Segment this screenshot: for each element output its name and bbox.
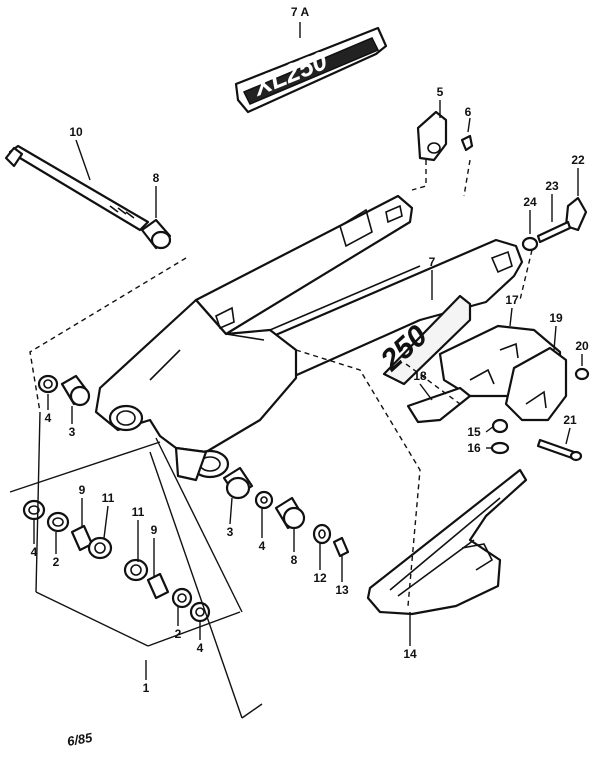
- adjuster-bolt: [574, 367, 590, 381]
- callout-22: 22: [571, 153, 585, 167]
- pivot-spacer: [140, 218, 172, 250]
- callout-2-a: 2: [53, 555, 60, 569]
- callout-16: 16: [467, 441, 481, 455]
- dashed-leaders: [295, 159, 533, 607]
- callout-4-c: 4: [197, 641, 204, 655]
- callout-2-b: 2: [175, 627, 182, 641]
- callout-9-b: 9: [151, 523, 158, 537]
- callout-21: 21: [563, 413, 577, 427]
- left-pivot-bearings: [37, 374, 91, 407]
- guide-washers: [490, 418, 510, 455]
- chain-guide-bracket: [411, 110, 448, 191]
- callout-leaders: [33, 22, 583, 680]
- guide-bolt: [536, 438, 583, 462]
- right-pivot-bearings: [222, 466, 350, 558]
- callout-labels: 7 A 5 6 10 8 22 23 24 7 17 19 20 18 15 1…: [31, 5, 589, 695]
- assembly-bracket-lines: [9, 411, 263, 719]
- callout-4-a: 4: [45, 411, 52, 425]
- callout-4-d: 4: [259, 539, 266, 553]
- callout-5: 5: [437, 85, 444, 99]
- callout-8-b: 8: [291, 553, 298, 567]
- callout-14: 14: [403, 647, 417, 661]
- callout-3-a: 3: [69, 425, 76, 439]
- callout-19: 19: [549, 311, 563, 325]
- bracket-bolt: [460, 134, 474, 152]
- callout-4-b: 4: [31, 545, 38, 559]
- lower-bearing-row: [22, 499, 211, 623]
- callout-12: 12: [313, 571, 327, 585]
- pivot-shaft: [4, 144, 150, 232]
- callout-3-b: 3: [227, 525, 234, 539]
- callout-8: 8: [153, 171, 160, 185]
- callout-10: 10: [69, 125, 83, 139]
- callout-7: 7: [429, 255, 436, 269]
- callout-6: 6: [465, 105, 472, 119]
- corner-mark: 6/85: [66, 730, 94, 749]
- chain-guide-plate: [406, 386, 472, 424]
- chain-adjuster: [521, 196, 588, 252]
- callout-9-a: 9: [79, 483, 86, 497]
- callout-11-a: 11: [102, 491, 115, 505]
- callout-1: 1: [143, 681, 150, 695]
- callout-13: 13: [335, 583, 349, 597]
- callout-7a: 7 A: [291, 5, 310, 19]
- callout-17: 17: [505, 293, 519, 307]
- callout-24: 24: [523, 195, 537, 209]
- callout-23: 23: [545, 179, 559, 193]
- callout-15: 15: [467, 425, 481, 439]
- callout-18: 18: [413, 369, 427, 383]
- chain-slider: [366, 468, 528, 616]
- emblem-decal: XL250: [234, 26, 388, 114]
- chain-guide-assembly: [438, 324, 568, 422]
- callout-11-b: 11: [132, 505, 145, 519]
- callout-20: 20: [575, 339, 589, 353]
